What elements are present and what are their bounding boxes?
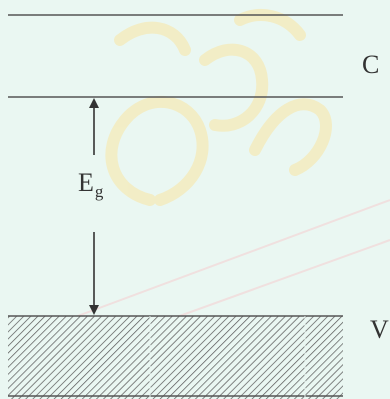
valence-band-label: V xyxy=(370,315,389,344)
watermark-logo xyxy=(105,9,332,206)
valence-band-block xyxy=(8,316,343,399)
band-gap-symbol: E xyxy=(78,168,94,197)
conduction-band-label: C xyxy=(362,50,380,79)
band-gap-label: Eg xyxy=(78,168,104,201)
band-gap-subscript: g xyxy=(94,182,104,201)
